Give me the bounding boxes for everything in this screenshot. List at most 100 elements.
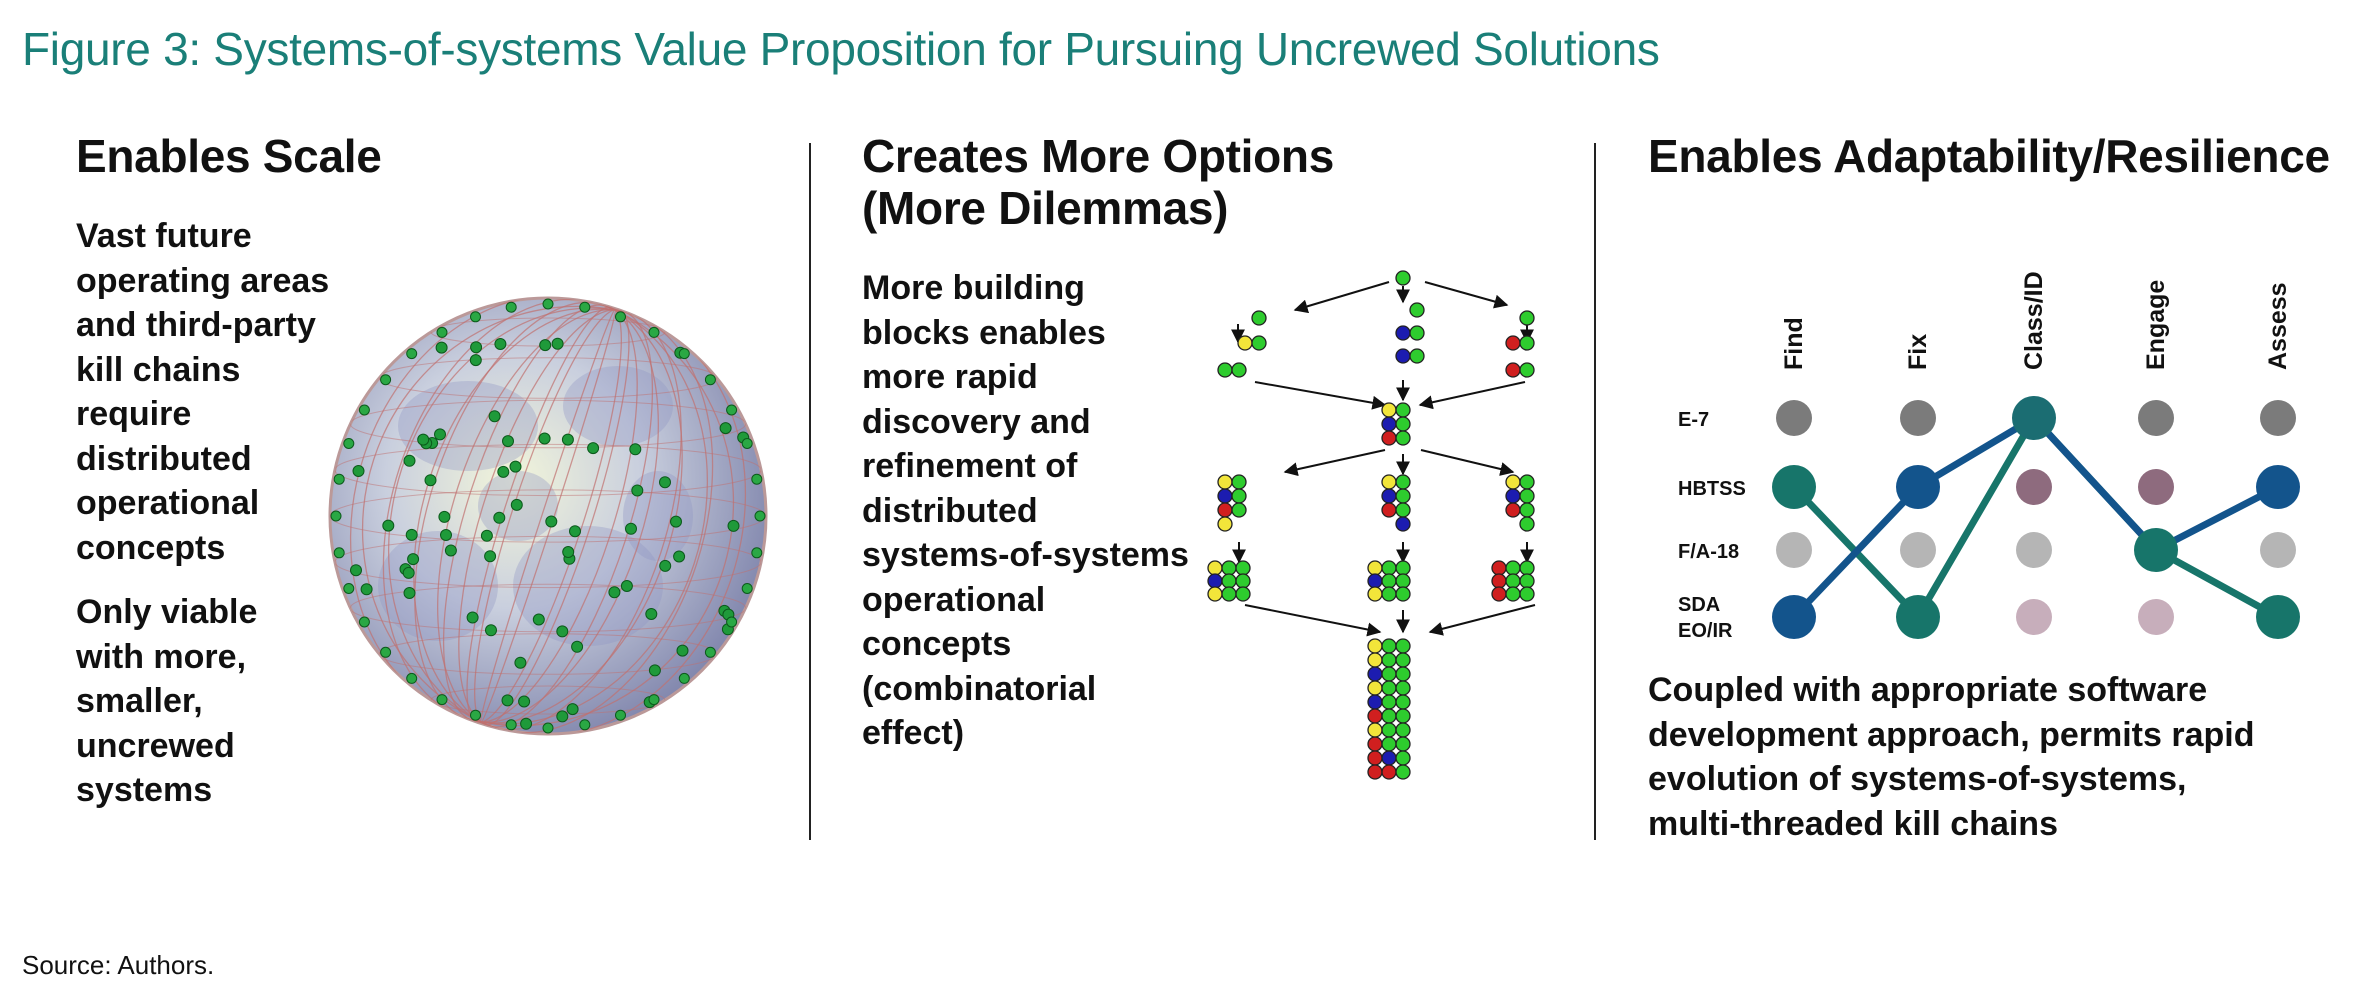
satellite-dot bbox=[407, 553, 420, 566]
satellite-dot bbox=[380, 374, 392, 386]
building-block-dot bbox=[1381, 638, 1397, 654]
options-paragraph-line: (combinatorial bbox=[862, 669, 1097, 708]
satellite-dot bbox=[505, 719, 517, 731]
building-block-dot bbox=[1381, 652, 1397, 668]
satellite-dot bbox=[417, 433, 430, 446]
panel-adaptability: Enables Adaptability/Resilience bbox=[1648, 130, 2368, 182]
scale-paragraph-1-line: operational bbox=[76, 484, 260, 522]
adaptability-paragraph-line: multi-threaded kill chains bbox=[1648, 804, 2058, 843]
satellite-dot bbox=[470, 341, 483, 354]
matrix-row-label: E-7 bbox=[1678, 409, 1709, 431]
building-block-dot bbox=[1217, 488, 1233, 504]
building-block-dot bbox=[1519, 310, 1535, 326]
satellite-dot bbox=[670, 515, 682, 528]
satellite-dot bbox=[579, 301, 591, 313]
satellite-dot bbox=[539, 339, 552, 352]
scale-paragraph-1-line: kill chains bbox=[76, 350, 241, 389]
satellite-dot bbox=[358, 616, 370, 628]
satellite-dot bbox=[343, 583, 355, 594]
building-block-dot bbox=[1505, 488, 1521, 504]
satellite-dot bbox=[556, 625, 569, 638]
satellite-dot bbox=[484, 550, 497, 563]
building-block-dot bbox=[1519, 335, 1535, 351]
satellite-dot bbox=[645, 608, 658, 620]
building-block-dot bbox=[1367, 666, 1383, 682]
figure-title: Figure 3: Systems-of-systems Value Propo… bbox=[22, 23, 1660, 75]
scale-paragraph-2-line: uncrewed bbox=[76, 726, 235, 765]
building-block-dot bbox=[1367, 638, 1383, 654]
scale-paragraph-1-line: distributed bbox=[76, 439, 252, 478]
satellite-dot bbox=[532, 613, 545, 626]
matrix-node bbox=[1896, 465, 1940, 509]
building-block-dot bbox=[1367, 764, 1383, 780]
building-block-dot bbox=[1395, 402, 1411, 418]
building-block-dot bbox=[1395, 586, 1411, 602]
building-block-dot bbox=[1367, 750, 1383, 766]
building-block-dot bbox=[1217, 362, 1233, 378]
building-block-dot bbox=[1395, 516, 1411, 532]
satellite-dot bbox=[569, 525, 581, 538]
building-block-dot bbox=[1395, 708, 1411, 724]
flow-arrow bbox=[1428, 604, 1536, 636]
satellite-dot bbox=[678, 672, 690, 684]
building-block-dot bbox=[1221, 573, 1237, 589]
satellite-dot bbox=[538, 432, 551, 445]
scale-paragraph-1-line: operating areas bbox=[76, 261, 330, 300]
matrix-node bbox=[2012, 396, 2056, 440]
orbit-line bbox=[330, 489, 766, 543]
building-block-dot bbox=[1367, 680, 1383, 696]
matrix-node bbox=[2016, 599, 2052, 635]
panel-heading-adaptability: Enables Adaptability/Resilience bbox=[1648, 130, 2330, 182]
globe-landmass bbox=[513, 526, 663, 646]
building-block-dot bbox=[1367, 736, 1383, 752]
kill-chain-line bbox=[1791, 414, 2280, 621]
building-block-dot bbox=[1231, 502, 1247, 518]
satellite-dot bbox=[510, 498, 523, 511]
flow-arrow bbox=[1244, 604, 1382, 637]
matrix-node bbox=[2134, 528, 2178, 572]
building-block-dot bbox=[1367, 573, 1383, 589]
satellite-dot bbox=[629, 443, 642, 456]
building-block-dot bbox=[1519, 586, 1535, 602]
matrix-node bbox=[1776, 532, 1812, 568]
options-paragraph-line: effect) bbox=[862, 714, 965, 752]
adaptability-paragraph-line: evolution of systems-of-systems, bbox=[1648, 760, 2187, 798]
satellite-dot bbox=[343, 438, 355, 449]
satellite-dot bbox=[726, 404, 738, 416]
matrix-row-label: HBTSS bbox=[1678, 478, 1746, 500]
scale-paragraph-2-line: Only viable bbox=[76, 593, 258, 631]
satellite-dot bbox=[424, 474, 437, 487]
satellite-dot bbox=[470, 311, 481, 323]
satellite-dot bbox=[435, 341, 448, 354]
building-block-dot bbox=[1381, 488, 1397, 504]
building-block-dot bbox=[1409, 325, 1425, 341]
satellite-dot bbox=[608, 586, 621, 599]
satellite-dot bbox=[571, 640, 584, 653]
satellite-dot bbox=[615, 311, 626, 323]
satellite-dot bbox=[620, 580, 633, 592]
satellite-dot bbox=[434, 428, 446, 441]
satellite-dot bbox=[330, 510, 342, 522]
options-paragraph-line: more rapid bbox=[862, 358, 1038, 396]
building-block-dot bbox=[1519, 362, 1535, 378]
satellite-dot bbox=[676, 644, 689, 657]
building-block-dot bbox=[1381, 430, 1397, 446]
panel-more-options: Creates More Options (More Dilemmas) Mor… bbox=[862, 130, 1562, 756]
building-block-dot bbox=[1381, 666, 1397, 682]
satellite-dot bbox=[631, 484, 644, 497]
scale-paragraph-1-line: and third-party bbox=[76, 306, 316, 344]
satellite-dot bbox=[505, 301, 517, 313]
options-heading-line-2: (More Dilemmas) bbox=[862, 182, 1229, 234]
matrix-node bbox=[1900, 400, 1936, 436]
options-paragraph-line: systems-of-systems bbox=[862, 536, 1189, 574]
figure-source: Source: Authors. bbox=[22, 950, 215, 980]
satellite-dot bbox=[648, 326, 660, 338]
options-paragraph-line: discovery and bbox=[862, 402, 1091, 441]
building-block-dot bbox=[1505, 335, 1521, 351]
options-paragraph-line: operational bbox=[862, 580, 1046, 619]
satellite-dot bbox=[358, 404, 370, 416]
building-block-dot bbox=[1251, 310, 1267, 326]
satellite-dot bbox=[726, 616, 738, 628]
